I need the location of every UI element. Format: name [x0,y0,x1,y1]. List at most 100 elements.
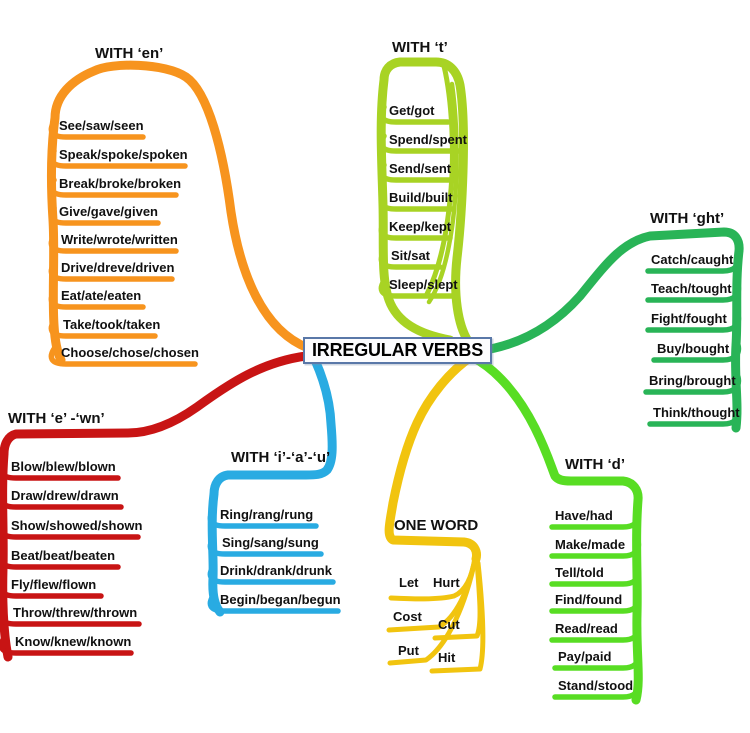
verb-item: Cut [438,617,460,632]
verb-item: Sing/sang/sung [222,535,319,550]
verb-item: Sleep/slept [389,277,458,292]
verb-item: Get/got [389,103,435,118]
verb-item: Fight/fought [651,311,727,326]
item-underline-t [378,278,458,299]
verb-item: Choose/chose/chosen [61,345,199,360]
verb-item: Take/took/taken [63,317,161,332]
verb-item: Build/built [389,190,453,205]
branch-strand-one [387,557,478,666]
verb-item: Eat/ate/eaten [61,288,142,303]
item-underline-en [48,233,179,254]
verb-item: Spend/spent [389,132,468,147]
item-underline-iau [207,593,341,614]
verb-item: Teach/tought [651,281,732,296]
branch-label-ewn: WITH ‘e’ -‘wn’ [8,410,105,427]
verb-item: Write/wrote/written [61,232,178,247]
verb-item: Hit [438,650,456,665]
item-underline-t [378,191,455,212]
verb-item: Find/found [555,592,623,607]
branch-label-iau: WITH ‘i’-‘a’-‘u’ [231,449,331,466]
verb-item: Beat/beat/beaten [11,548,116,563]
verb-item: See/saw/seen [59,118,144,133]
branch-curve-one [384,352,481,564]
item-underline-en [48,205,161,226]
item-underline-ewn [0,635,134,656]
branch-strand-t [426,81,459,305]
item-underline-ewn [0,578,104,599]
item-underline-ght [647,406,742,427]
item-underline-d [549,593,642,614]
verb-item: Catch/caught [651,252,734,267]
verb-item: Put [398,643,419,658]
verb-item: Send/sent [389,161,452,176]
verb-item: Bring/brought [649,373,736,388]
verb-item: Draw/drew/drawn [11,488,119,503]
branch-curve-en [46,60,313,365]
branch-curve-d [467,352,643,705]
verb-item: Pay/paid [558,649,612,664]
item-underline-ght [645,312,742,333]
item-underline-d [549,538,642,559]
item-underline-en [48,261,175,282]
item-underline-ewn [0,549,121,570]
item-underline-t [378,220,453,241]
verb-item: Buy/bought [657,341,730,356]
branch-strand-one [429,560,486,674]
branch-label-t: WITH ‘t’ [392,39,448,56]
item-underline-en [48,346,198,367]
branch-curve-ewn [0,351,311,662]
verb-item: Keep/kept [389,219,452,234]
item-underline-en [48,119,146,140]
item-underline-t [378,104,451,125]
verb-item: Hurt [433,575,460,590]
item-underline-en [48,289,146,310]
item-underline-t [378,133,465,154]
verb-item: Know/knew/known [15,634,132,649]
item-underline-ght [651,342,742,363]
verb-item: Show/showed/shown [11,518,143,533]
item-underline-t [378,249,443,270]
item-underline-d [552,679,642,700]
item-underline-d [552,650,642,671]
item-underline-ewn [0,460,121,481]
item-underline-t [378,162,455,183]
item-underline-ght [645,282,742,303]
item-underline-d [549,566,642,587]
verb-item: Drink/drank/drunk [220,563,332,578]
verb-item: Sit/sat [391,248,431,263]
verb-item: Fly/flew/flown [11,577,97,592]
item-underline-ewn [0,519,141,540]
verb-item: Throw/threw/thrown [13,605,138,620]
verb-item: Ring/rang/rung [220,507,314,522]
item-underline-iau [207,564,336,585]
verb-item: Give/gave/given [59,204,158,219]
item-underline-ewn [0,489,124,510]
verb-item: Tell/told [555,565,604,580]
item-underline-en [48,318,158,339]
verb-item: Speak/spoke/spoken [59,147,188,162]
item-underline-d [549,509,642,530]
item-underline-ght [643,374,742,395]
item-underline-en [48,177,179,198]
item-underline-en [48,148,188,169]
verb-item: Think/thought [653,405,740,420]
item-underline-iau [207,508,319,529]
verb-item: Break/broke/broken [59,176,182,191]
branch-label-d: WITH ‘d’ [565,456,625,473]
branch-label-one: ONE WORD [394,517,479,534]
branch-label-en: WITH ‘en’ [95,45,164,62]
verb-item: Read/read [555,621,618,636]
verb-item: Make/made [555,537,626,552]
item-underline-ght [645,253,742,274]
verb-item: Begin/began/begun [220,592,341,607]
verb-item: Have/had [555,508,613,523]
verb-item: Stand/stood [558,678,634,693]
verb-item: Drive/dreve/driven [61,260,175,275]
branch-label-ght: WITH ‘ght’ [650,210,725,227]
item-underline-iau [207,536,324,557]
item-underline-ewn [0,606,142,627]
verb-item: Blow/blew/blown [11,459,116,474]
central-topic: IRREGULAR VERBS [303,337,493,364]
